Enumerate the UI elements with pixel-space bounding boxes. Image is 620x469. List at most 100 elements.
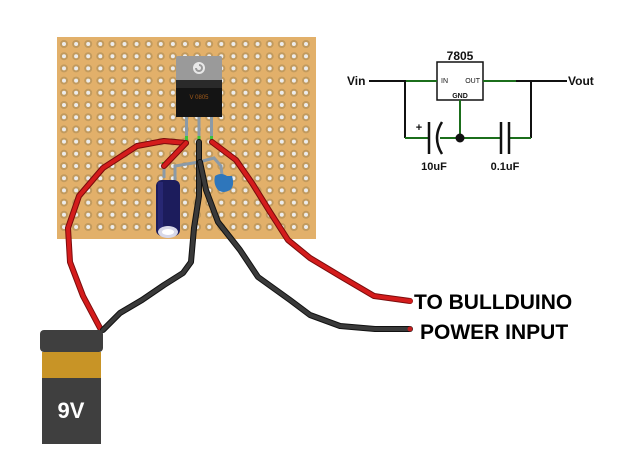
perfboard-hole-center — [62, 176, 66, 181]
regulator-leg-in — [185, 117, 188, 140]
perfboard-hole-center — [255, 90, 260, 95]
perfboard-hole-center — [291, 115, 296, 120]
perfboard-hole-center — [110, 78, 115, 83]
perfboard-hole-center — [267, 225, 272, 229]
perfboard-hole-center — [146, 164, 151, 168]
perfboard-hole-center — [231, 103, 236, 107]
perfboard-hole-center — [231, 42, 236, 46]
perfboard-hole-center — [267, 54, 272, 59]
perfboard-hole-center — [122, 139, 127, 144]
perfboard-hole-center — [110, 115, 115, 120]
perfboard-hole-center — [267, 200, 272, 205]
perfboard-hole-center — [279, 78, 284, 83]
perfboard-hole-center — [279, 151, 284, 156]
perfboard-hole-center — [74, 176, 79, 181]
schematic: 7805 IN OUT GND Vin Vout + 10uF 0.1u — [347, 49, 594, 173]
perfboard-hole-center — [279, 200, 284, 205]
perfboard-hole-center — [122, 164, 127, 168]
perfboard-hole-center — [146, 90, 151, 95]
red-wire-end — [407, 298, 413, 304]
perfboard-hole-center — [304, 200, 308, 205]
schematic-junction — [455, 133, 465, 143]
schematic-vout-label: Vout — [568, 74, 594, 88]
perfboard-hole-center — [267, 151, 272, 156]
perfboard-hole-center — [255, 115, 260, 120]
perfboard-hole-center — [243, 151, 248, 156]
perfboard-hole-center — [255, 139, 260, 144]
perfboard-hole-center — [74, 78, 79, 83]
perfboard-hole-center — [231, 78, 236, 83]
schematic-cap1-curve — [435, 121, 444, 155]
perfboard-hole-center — [279, 176, 284, 181]
perfboard-hole-center — [134, 78, 139, 83]
schematic-cap2-label: 0.1uF — [491, 161, 520, 173]
perfboard-hole-center — [291, 188, 296, 193]
perfboard-hole-center — [291, 42, 296, 46]
perfboard-hole-center — [158, 78, 163, 83]
output-label-line1: TO BULLDUINO — [414, 291, 572, 314]
perfboard-hole-center — [146, 188, 151, 193]
perfboard-hole-center — [146, 115, 151, 120]
perfboard-hole-center — [134, 127, 139, 132]
perfboard-hole-center — [110, 176, 115, 181]
perfboard-hole-center — [98, 212, 103, 217]
perfboard-hole-center — [219, 212, 224, 217]
perfboard-hole-center — [98, 90, 103, 95]
perfboard-hole-center — [207, 176, 212, 181]
perfboard-hole-center — [62, 164, 66, 168]
perfboard-hole-center — [62, 139, 66, 144]
perfboard-hole-center — [170, 78, 175, 83]
perfboard-hole-center — [74, 151, 79, 156]
perfboard-hole-center — [219, 200, 224, 205]
perfboard-hole-center — [62, 42, 66, 46]
perfboard-hole-center — [110, 151, 115, 156]
perfboard-hole-center — [267, 188, 272, 193]
perfboard-hole-center — [183, 212, 187, 217]
perfboard-hole-center — [158, 127, 163, 132]
perfboard-hole-center — [122, 200, 127, 205]
perfboard-hole-center — [267, 176, 272, 181]
perfboard-hole-center — [243, 103, 248, 107]
perfboard-hole-center — [207, 151, 212, 156]
perfboard-hole-center — [98, 139, 103, 144]
perfboard-hole-center — [134, 188, 139, 193]
perfboard-hole-center — [74, 54, 79, 59]
perfboard-hole-center — [267, 90, 272, 95]
perfboard-hole-center — [304, 78, 308, 83]
perfboard-hole-center — [110, 42, 115, 46]
perfboard-hole-center — [255, 164, 260, 168]
perfboard-hole-center — [62, 200, 66, 205]
perfboard-hole-center — [146, 42, 151, 46]
perfboard-hole-center — [158, 54, 163, 59]
schematic-cap1-label: 10uF — [421, 161, 447, 173]
schematic-regulator-label: 7805 — [447, 49, 474, 63]
perfboard-hole-center — [183, 176, 187, 181]
perfboard-hole-center — [255, 103, 260, 107]
perfboard-hole-center — [86, 200, 91, 205]
perfboard-hole-center — [74, 225, 79, 229]
perfboard-hole-center — [110, 127, 115, 132]
perfboard-hole-center — [134, 200, 139, 205]
perfboard-hole-center — [158, 151, 163, 156]
perfboard-hole-center — [110, 90, 115, 95]
perfboard-hole-center — [134, 176, 139, 181]
perfboard-hole-center — [110, 188, 115, 193]
perfboard-hole-center — [98, 78, 103, 83]
regulator-leg-out — [210, 117, 213, 140]
perfboard-hole-center — [183, 200, 187, 205]
perfboard-hole-center — [243, 42, 248, 46]
perfboard-hole-center — [98, 225, 103, 229]
perfboard-hole-center — [279, 66, 284, 71]
perfboard-hole-center — [231, 212, 236, 217]
perfboard-hole-center — [219, 139, 224, 144]
perfboard-hole-center — [183, 225, 187, 229]
perfboard-hole-center — [207, 42, 212, 46]
perfboard-hole-center — [86, 103, 91, 107]
schematic-regulator-box — [436, 61, 484, 101]
perfboard-hole-center — [183, 188, 187, 193]
perfboard-hole-center — [304, 90, 308, 95]
perfboard-hole-center — [74, 188, 79, 193]
perfboard-hole-center — [98, 151, 103, 156]
perfboard-hole-center — [146, 78, 151, 83]
perfboard-hole-center — [62, 66, 66, 71]
